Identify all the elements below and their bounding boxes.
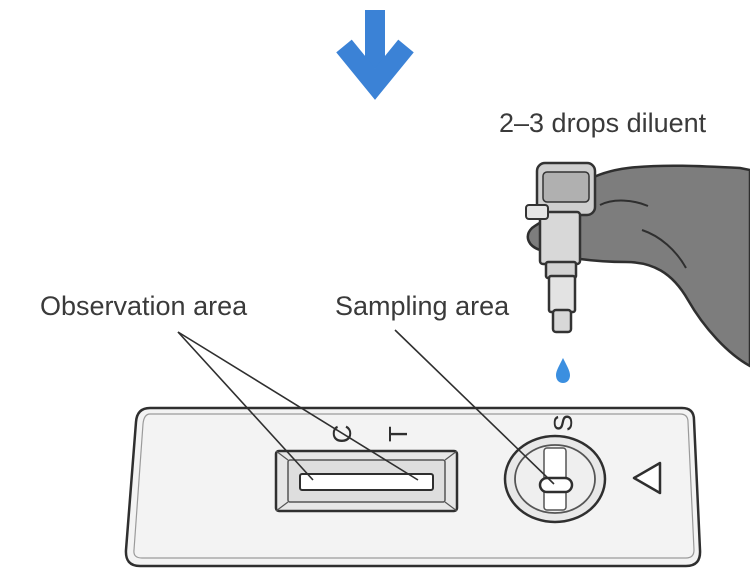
- arrow-down-icon: [336, 10, 414, 100]
- sampling-area-label: Sampling area: [335, 291, 510, 321]
- triangle-left-icon: [632, 461, 662, 495]
- test-cassette: C T S: [124, 406, 702, 568]
- leader-lines: [177, 329, 555, 485]
- observation-area-label: Observation area: [40, 291, 248, 321]
- dropper-bottle: [525, 161, 597, 334]
- sample-well: [503, 434, 607, 524]
- diluent-label: 2–3 drops diluent: [499, 108, 707, 138]
- droplet-icon: [556, 358, 570, 383]
- test-line-mark: T: [383, 426, 413, 442]
- sample-mark: S: [548, 414, 578, 431]
- observation-window: [274, 449, 459, 513]
